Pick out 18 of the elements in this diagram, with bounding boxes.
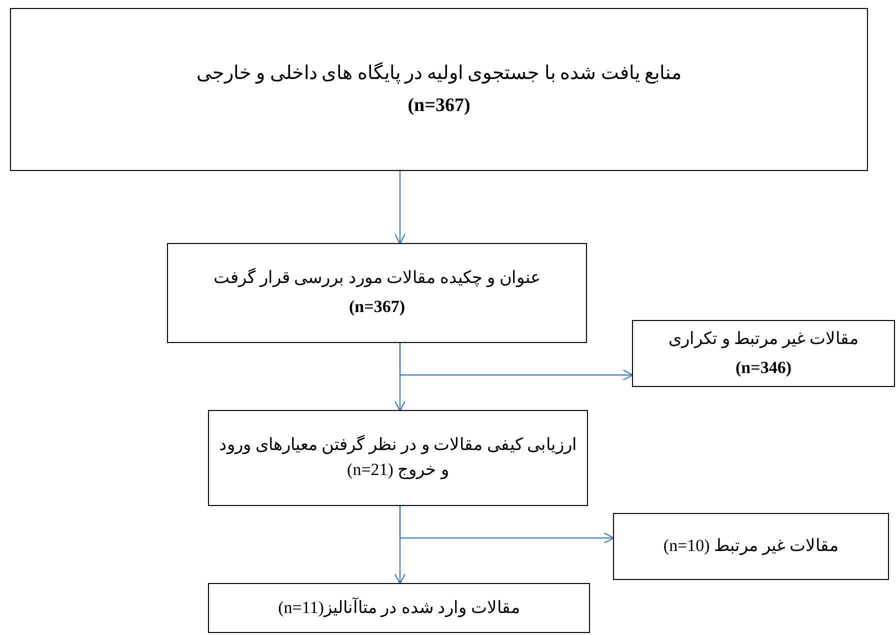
box-text: (n=367) [349,296,405,318]
box-text: مقالات وارد شده در متاآنالیز(n=11) [278,596,520,620]
box-text: مقالات غیر مرتبط و تکراری [668,328,858,350]
box-text: ارزیابی کیفی مقالات و در نظر گرفتن معیارهای ورود و خروج (n=21) [219,434,577,482]
process-box [208,410,588,506]
arrow [399,506,615,544]
box-text: منابع یافت شده با جستجوی اولیه در پایگاه های داخلی و خارجی [196,61,682,86]
box-text: عنوان و چکیده مقالات مورد بررسی قرار گرفت [214,266,540,290]
arrow [394,171,406,245]
process-box [167,243,587,343]
box-text: (n=346) [736,356,792,378]
arrow [399,343,634,381]
process-box [632,320,895,387]
process-box [613,513,889,580]
process-box [208,583,590,633]
box-text: مقالات غیر مرتبط (n=10) [663,535,839,558]
box-text: (n=367) [408,94,470,118]
process-box [10,8,868,171]
